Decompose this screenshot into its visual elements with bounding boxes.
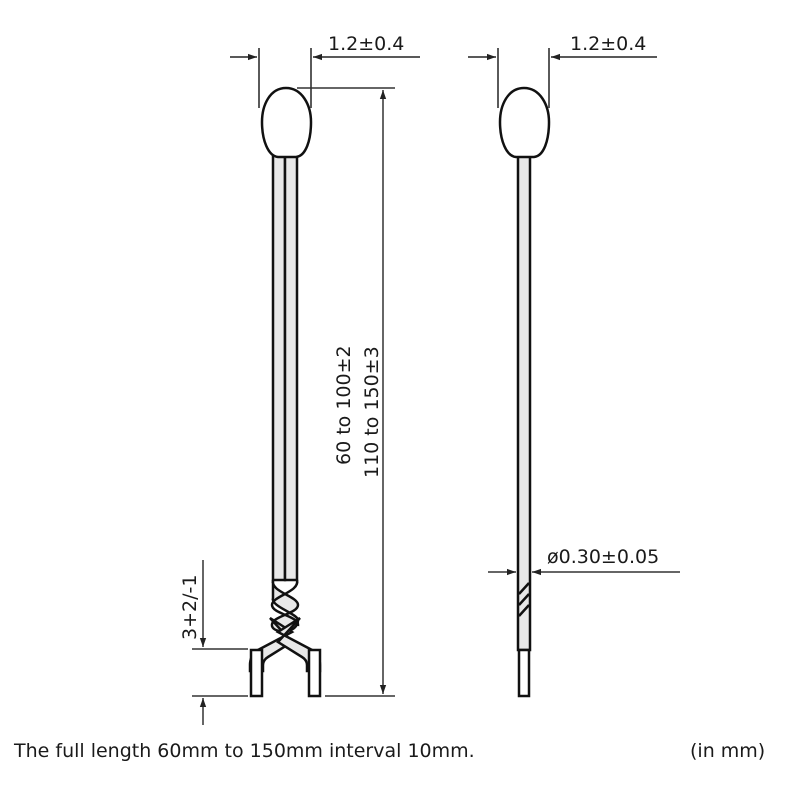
wire-diameter-label: ø0.30±0.05 [547, 546, 659, 568]
stripped-lead-ends [249, 648, 322, 698]
units-note: (in mm) [690, 740, 766, 762]
right-view: 1.2±0.4 ø0.30±0.05 [468, 33, 680, 698]
length-label-long: 110 to 150±3 [361, 346, 383, 478]
length-label-short: 60 to 100±2 [333, 345, 355, 465]
caption-note: The full length 60mm to 150mm interval 1… [14, 740, 475, 762]
single-stripped-end [517, 648, 531, 698]
left-view: 1.2±0.4 60 to 100±2 110 to 150±3 [179, 33, 420, 725]
single-lead [516, 150, 532, 652]
left-bead-width-dimension [230, 48, 420, 108]
left-bead-width-label: 1.2±0.4 [328, 33, 404, 55]
right-bead-width-dimension [468, 48, 657, 108]
overall-length-dimension [297, 87, 395, 697]
stripped-length-dimension [192, 560, 248, 725]
stripped-length-label: 3+2/-1 [179, 575, 201, 640]
twist-marks [518, 582, 530, 617]
left-thermistor-bead [260, 86, 313, 159]
right-thermistor-bead [498, 86, 551, 159]
twisted-leads [248, 150, 322, 673]
right-bead-width-label: 1.2±0.4 [570, 33, 646, 55]
